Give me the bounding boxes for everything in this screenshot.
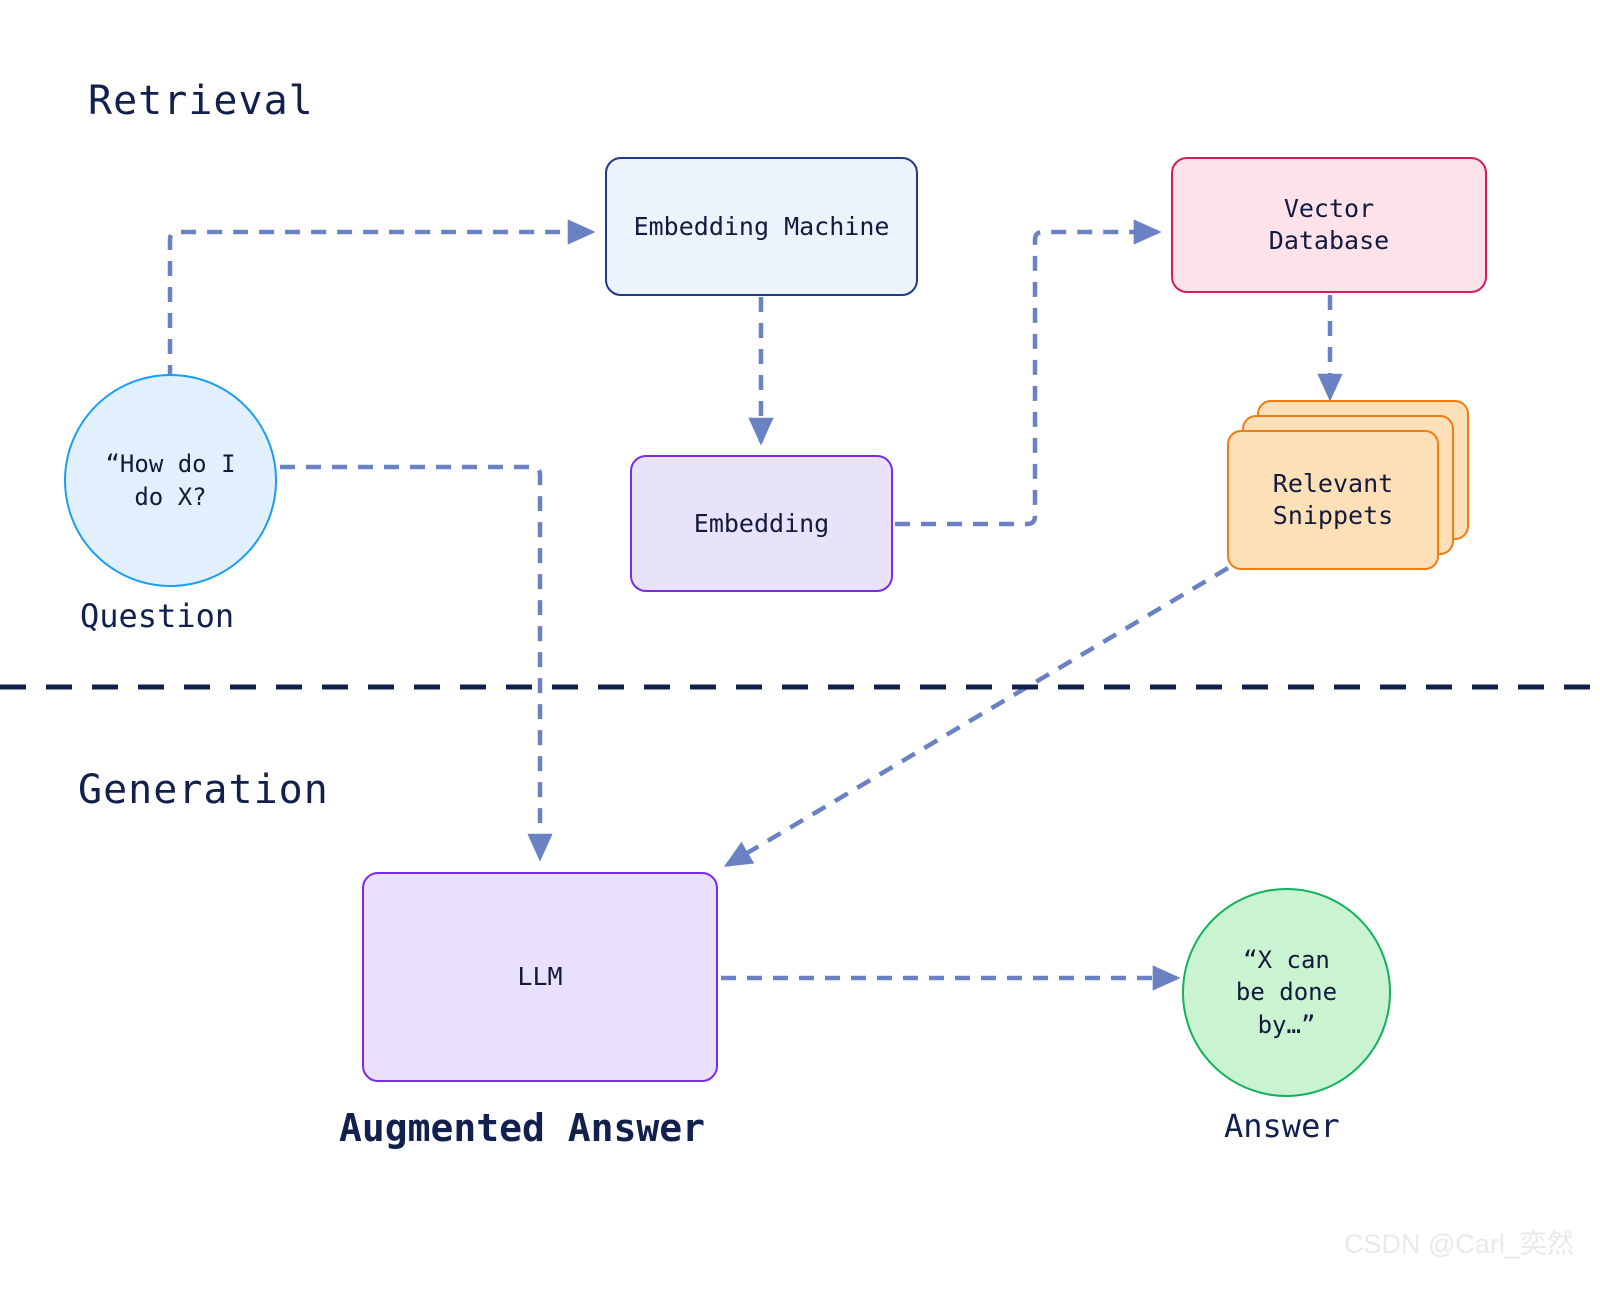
node-vector-database[interactable]: Vector Database bbox=[1171, 157, 1487, 293]
section-title-retrieval: Retrieval bbox=[88, 78, 314, 124]
section-title-generation: Generation bbox=[78, 767, 329, 813]
edge-question-to-embedding-machine bbox=[167, 219, 596, 380]
node-llm[interactable]: LLM bbox=[362, 872, 718, 1082]
caption-answer: Answer bbox=[1224, 1107, 1340, 1145]
node-relevant-snippets[interactable]: Relevant Snippets bbox=[1227, 400, 1469, 570]
node-embedding-machine[interactable]: Embedding Machine bbox=[605, 157, 918, 296]
node-question[interactable]: “How do I do X? bbox=[64, 374, 277, 587]
node-embedding[interactable]: Embedding bbox=[630, 455, 893, 592]
caption-question: Question bbox=[80, 597, 235, 635]
watermark: CSDN @Carl_奕然 bbox=[1344, 1229, 1574, 1259]
edge-embedding-to-vector-database bbox=[895, 219, 1162, 527]
snippet-card-front[interactable]: Relevant Snippets bbox=[1227, 430, 1439, 570]
edge-relevant-snippets-to-llm bbox=[723, 566, 1230, 867]
node-answer[interactable]: “X can be done by…” bbox=[1182, 888, 1391, 1097]
caption-augmented-answer: Augmented Answer bbox=[339, 1106, 706, 1150]
